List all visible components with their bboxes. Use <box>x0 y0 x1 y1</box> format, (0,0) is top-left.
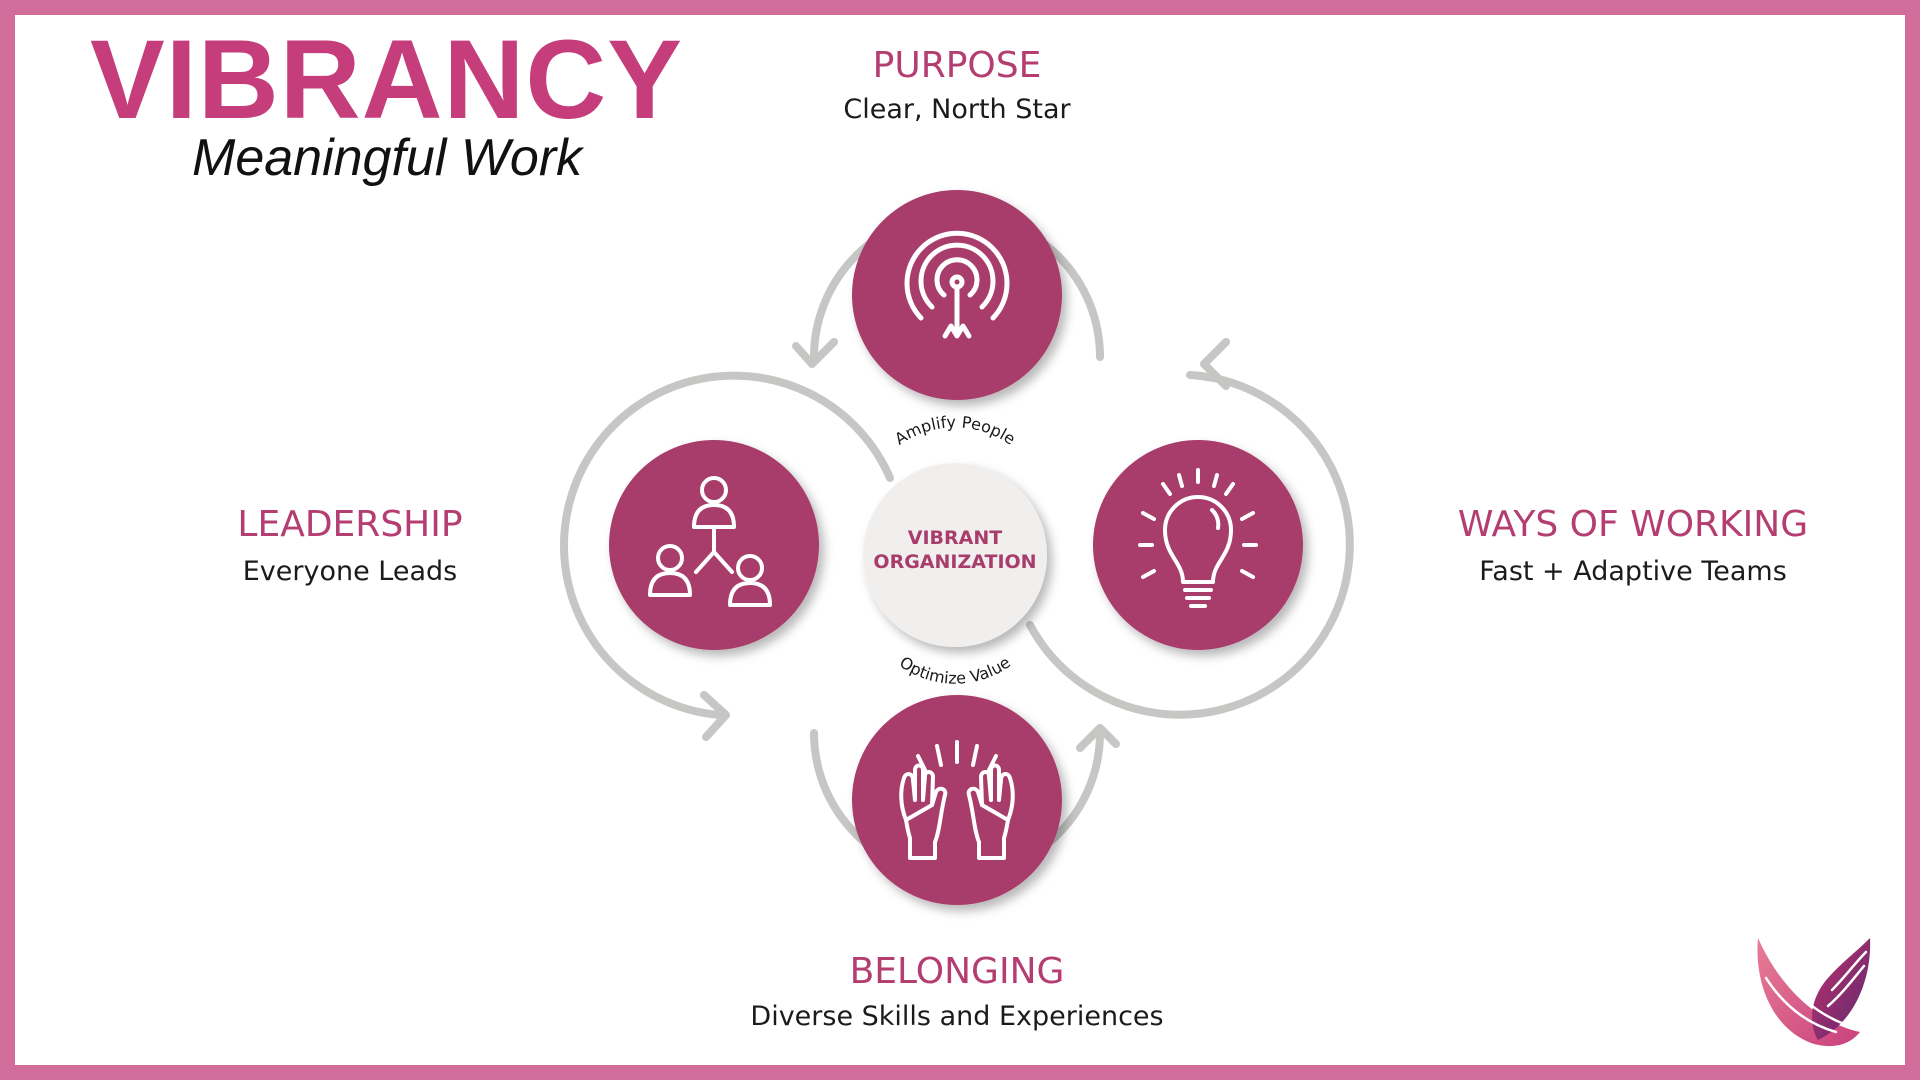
leadership-title: LEADERSHIP <box>237 504 463 545</box>
center-label-line1: VIBRANT <box>908 527 1002 549</box>
logo-right-leaf <box>1812 938 1871 1040</box>
brand-logo <box>1757 938 1871 1047</box>
center-circle <box>863 463 1047 647</box>
arc-label-bottom: Optimize Value <box>896 653 1014 688</box>
belonging-circle <box>852 695 1062 905</box>
arc-label-top-text: Amplify People <box>891 412 1019 448</box>
arrow-head-belonging <box>1076 724 1120 752</box>
raised-hands-icon <box>899 740 1015 860</box>
logo-left-leaf <box>1757 938 1860 1047</box>
purpose-title: PURPOSE <box>872 45 1042 86</box>
ways-subtitle: Fast + Adaptive Teams <box>1479 556 1787 587</box>
ways-circle <box>1093 440 1303 650</box>
logo-stripes <box>1764 950 1868 1034</box>
center-label-line2: ORGANIZATION <box>873 551 1036 573</box>
page-title: VIBRANCY <box>90 17 683 142</box>
belonging-title: BELONGING <box>849 951 1065 992</box>
purpose-subtitle: Clear, North Star <box>843 94 1071 125</box>
ways-title: WAYS OF WORKING <box>1457 504 1809 545</box>
leadership-subtitle: Everyone Leads <box>242 556 458 587</box>
leadership-loop <box>560 371 894 719</box>
arc-label-top: Amplify People <box>891 412 1019 448</box>
belonging-subtitle: Diverse Skills and Experiences <box>750 1001 1164 1032</box>
arrow-head-ways <box>1200 338 1230 390</box>
team-network-icon <box>648 476 772 607</box>
target-icon <box>904 230 1010 339</box>
lightbulb-icon <box>1138 468 1258 608</box>
page-subtitle: Meaningful Work <box>192 129 583 187</box>
arc-label-bottom-text: Optimize Value <box>896 653 1014 688</box>
arrow-head-leadership <box>700 691 730 741</box>
ways-loop <box>1026 371 1354 719</box>
arrow-head-purpose <box>792 338 838 368</box>
